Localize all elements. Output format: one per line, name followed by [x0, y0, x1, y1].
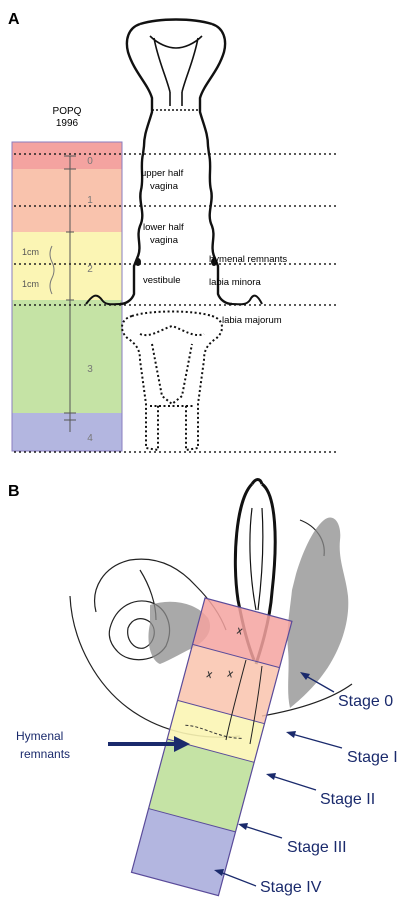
measure-1cm-lower: 1cm: [22, 279, 39, 289]
stage-label-1: Stage I: [347, 749, 398, 766]
popq-band-stage-1: [12, 169, 122, 232]
stage-label-3: Stage III: [287, 839, 347, 856]
popq-title-line1: POPQ: [53, 106, 82, 117]
label-hymenal-remnants: hymenal remnants: [209, 254, 287, 265]
label-vestibule: vestibule: [143, 275, 181, 286]
hymenal-arrow: [108, 736, 190, 752]
hymen-node-left: [135, 258, 141, 266]
hymenal-label-line2: remnants: [20, 747, 70, 761]
prolapse-dotted-outline: [122, 312, 222, 451]
label-lower-half-line2: vagina: [150, 235, 179, 246]
panel-a-letter: A: [8, 11, 20, 28]
label-lower-half-line1: lower half: [143, 222, 184, 233]
popq-stage-label-4: 4: [87, 433, 93, 444]
label-upper-half-line1: upper half: [141, 168, 184, 179]
panel-b-letter: B: [8, 483, 20, 500]
popq-band-stage-3: [12, 300, 122, 413]
hymenal-label-line1: Hymenal: [16, 729, 63, 743]
measure-1cm-upper: 1cm: [22, 247, 39, 257]
popq-stage-label-2: 2: [87, 264, 93, 275]
rectum-shading: [287, 517, 348, 708]
popq-stage-label-0: 0: [87, 156, 93, 167]
popq-stage-label-3: 3: [87, 364, 93, 375]
popq-band-stage-4: [12, 413, 122, 451]
stage-label-0: Stage 0: [338, 693, 393, 710]
stage-label-4: Stage IV: [260, 879, 322, 896]
labia-curve-right: [232, 296, 262, 305]
label-labia-majorum: labia majorum: [222, 315, 282, 326]
label-upper-half-line2: vagina: [150, 181, 179, 192]
stage-label-2: Stage II: [320, 791, 375, 808]
label-labia-minora: labia minora: [209, 277, 261, 288]
popq-title-line2: 1996: [56, 118, 79, 129]
popq-band-stage-2: [12, 232, 122, 300]
popq-stage-label-1: 1: [87, 195, 93, 206]
